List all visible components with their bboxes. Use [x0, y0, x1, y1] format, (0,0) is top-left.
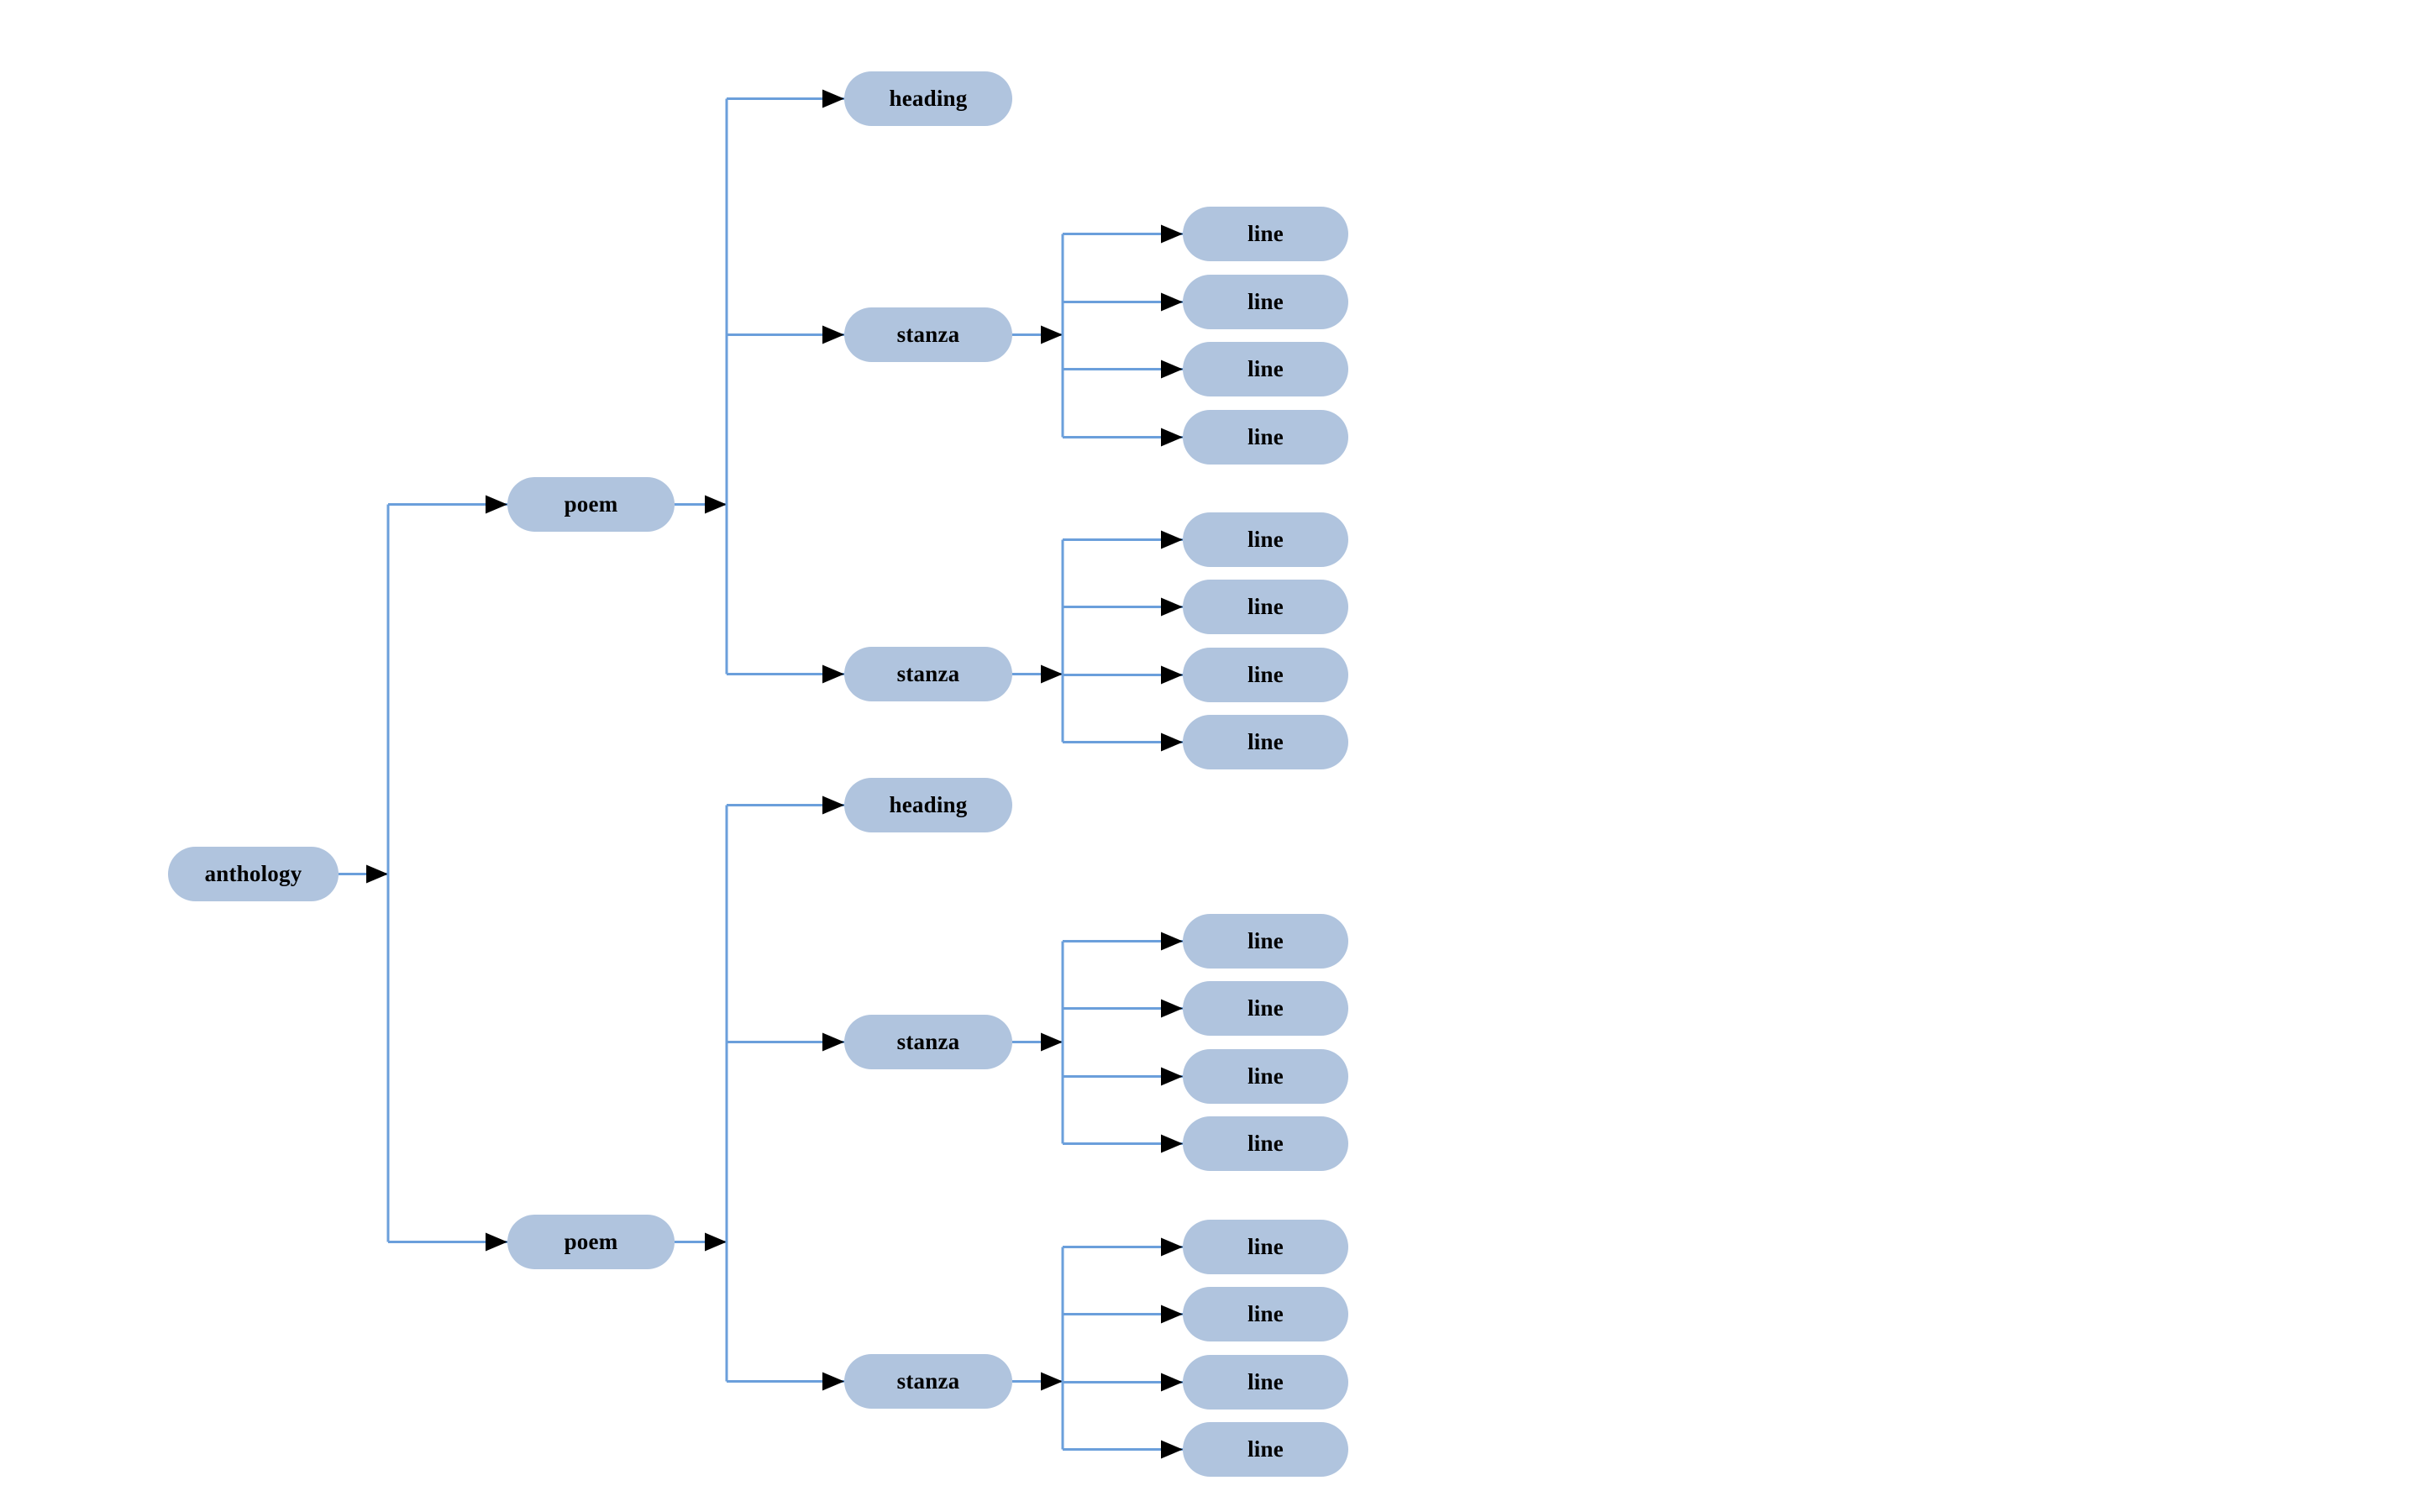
edge-arrowhead-icon	[1161, 1305, 1183, 1324]
edge-arrowhead-icon	[1161, 360, 1183, 379]
node-label: line	[1247, 527, 1284, 552]
node-label: line	[1247, 289, 1284, 314]
node-label: poem	[564, 491, 618, 517]
edge-arrowhead-icon	[822, 795, 844, 815]
node-label: line	[1247, 356, 1284, 381]
edge-arrowhead-icon	[1161, 428, 1183, 447]
node-poem-1[interactable]: poem	[507, 477, 675, 532]
edge-arrowhead-icon	[822, 1372, 844, 1391]
edge-arrowhead-icon	[1161, 1134, 1183, 1153]
node-line-1-2-3[interactable]: line	[1183, 648, 1348, 702]
node-line-2-2-1[interactable]: line	[1183, 1220, 1348, 1274]
node-label: line	[1247, 221, 1284, 246]
node-label: line	[1247, 662, 1284, 687]
node-label: stanza	[896, 1029, 960, 1054]
edge-arrowhead-icon	[1041, 1372, 1063, 1391]
edge-arrowhead-icon	[1161, 292, 1183, 312]
node-line-2-2-4[interactable]: line	[1183, 1422, 1348, 1477]
node-line-2-1-1[interactable]: line	[1183, 914, 1348, 969]
node-line-1-1-1[interactable]: line	[1183, 207, 1348, 261]
node-heading-1[interactable]: heading	[844, 71, 1012, 126]
node-label: line	[1247, 729, 1284, 754]
node-line-2-1-3[interactable]: line	[1183, 1049, 1348, 1104]
node-label: poem	[564, 1229, 618, 1254]
node-label: line	[1247, 995, 1284, 1021]
node-label: line	[1247, 1436, 1284, 1462]
edge-arrowhead-icon	[1161, 932, 1183, 951]
node-line-2-1-2[interactable]: line	[1183, 981, 1348, 1036]
edge-arrowhead-icon	[1161, 999, 1183, 1018]
edge-arrowhead-icon	[1161, 732, 1183, 752]
node-label: stanza	[896, 661, 960, 686]
node-line-2-2-3[interactable]: line	[1183, 1355, 1348, 1410]
node-stanza-2-1[interactable]: stanza	[844, 1015, 1012, 1069]
node-label: line	[1247, 594, 1284, 619]
edge-arrowhead-icon	[1161, 665, 1183, 685]
node-label: heading	[889, 86, 968, 111]
node-label: line	[1247, 1063, 1284, 1089]
edge-arrowhead-icon	[1161, 530, 1183, 549]
edge-arrowhead-icon	[1161, 1373, 1183, 1392]
node-line-1-1-3[interactable]: line	[1183, 342, 1348, 396]
edge-arrowhead-icon	[822, 664, 844, 684]
edge-arrowhead-icon	[486, 495, 507, 514]
node-heading-2[interactable]: heading	[844, 778, 1012, 832]
edge-arrowhead-icon	[1161, 1237, 1183, 1257]
edge-arrowhead-icon	[366, 864, 388, 884]
node-line-1-1-4[interactable]: line	[1183, 410, 1348, 465]
node-line-1-2-1[interactable]: line	[1183, 512, 1348, 567]
node-stanza-1-1[interactable]: stanza	[844, 307, 1012, 362]
node-line-1-1-2[interactable]: line	[1183, 275, 1348, 329]
node-stanza-2-2[interactable]: stanza	[844, 1354, 1012, 1409]
edge-arrowhead-icon	[1161, 1067, 1183, 1086]
node-stanza-1-2[interactable]: stanza	[844, 647, 1012, 701]
node-label: line	[1247, 1301, 1284, 1326]
node-line-2-2-2[interactable]: line	[1183, 1287, 1348, 1341]
node-label: stanza	[896, 322, 960, 347]
edge-arrowhead-icon	[1041, 1032, 1063, 1052]
node-label: line	[1247, 424, 1284, 449]
edge-arrowhead-icon	[1161, 1440, 1183, 1459]
edge-arrowhead-icon	[822, 89, 844, 108]
edge-arrowhead-icon	[486, 1232, 507, 1252]
node-label: anthology	[204, 861, 302, 886]
node-line-1-2-2[interactable]: line	[1183, 580, 1348, 634]
edge-arrowhead-icon	[822, 325, 844, 344]
node-label: line	[1247, 1234, 1284, 1259]
edge-arrowhead-icon	[1161, 224, 1183, 244]
edge-arrowhead-icon	[822, 1032, 844, 1052]
node-label: stanza	[896, 1368, 960, 1394]
node-anthology[interactable]: anthology	[168, 847, 339, 901]
node-poem-2[interactable]: poem	[507, 1215, 675, 1269]
node-label: line	[1247, 928, 1284, 953]
node-label: heading	[889, 792, 968, 817]
node-line-2-1-4[interactable]: line	[1183, 1116, 1348, 1171]
node-line-1-2-4[interactable]: line	[1183, 715, 1348, 769]
node-label: line	[1247, 1131, 1284, 1156]
edge-arrowhead-icon	[705, 495, 727, 514]
node-label: line	[1247, 1369, 1284, 1394]
edge-arrowhead-icon	[1161, 597, 1183, 617]
edge-arrowhead-icon	[705, 1232, 727, 1252]
edge-arrowhead-icon	[1041, 325, 1063, 344]
edge-arrowhead-icon	[1041, 664, 1063, 684]
